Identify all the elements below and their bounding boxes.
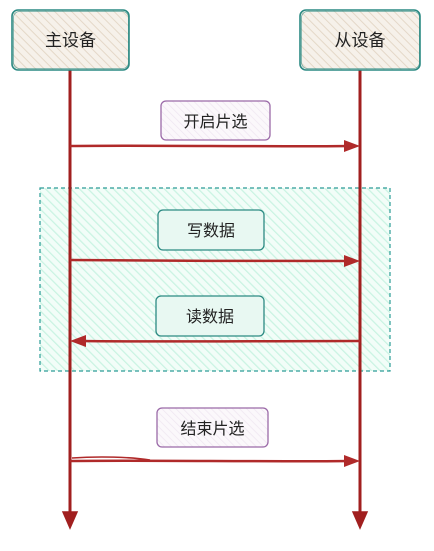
message-write-data-label: 写数据	[187, 221, 235, 240]
message-chip-select-start-label: 开启片选	[183, 112, 247, 131]
participant-slave-label: 从设备	[335, 31, 386, 51]
participant-slave: 从设备	[299, 9, 421, 71]
participant-master: 主设备	[11, 9, 130, 71]
message-write-data: 写数据	[69, 209, 360, 267]
message-read-data: 读数据	[70, 295, 361, 347]
lifeline-slave	[351, 68, 369, 530]
message-chip-select-end-label: 结束片选	[180, 419, 244, 438]
message-chip-select-end: 结束片选	[69, 407, 360, 467]
message-read-data-label: 读数据	[186, 307, 234, 326]
lifeline-master	[61, 68, 79, 530]
participant-master-label: 主设备	[45, 31, 96, 51]
message-chip-select-start: 开启片选	[69, 100, 360, 152]
